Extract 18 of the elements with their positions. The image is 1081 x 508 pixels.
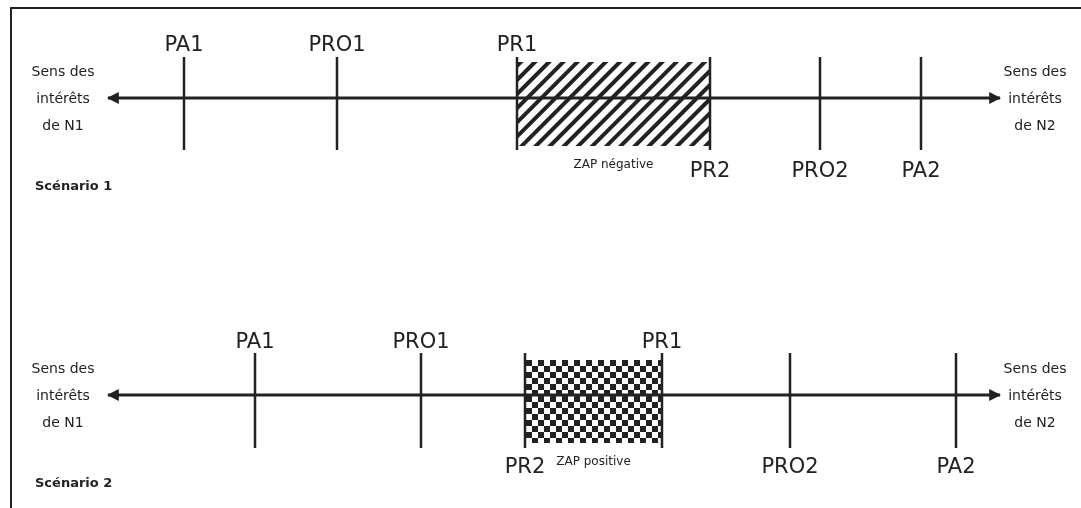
point-label: PR2 (504, 455, 546, 477)
point-label: PRO2 (761, 455, 819, 477)
point-label: PR1 (641, 330, 683, 352)
axis-end-label: Sens des intérêts de N2 (1002, 61, 1068, 135)
point-label: PA2 (901, 159, 941, 181)
point-label: PRO2 (791, 159, 849, 181)
scenario-label: Scénario 1 (35, 178, 113, 192)
axis-end-label: Sens des intérêts de N1 (30, 61, 96, 135)
point-label: PR2 (689, 159, 731, 181)
point-label: PRO1 (308, 33, 366, 55)
point-label: PA1 (164, 33, 204, 55)
point-label: PA1 (235, 330, 275, 352)
point-label: PRO1 (392, 330, 450, 352)
point-label: PA2 (936, 455, 976, 477)
point-label: PR1 (496, 33, 538, 55)
scenario-label: Scénario 2 (35, 475, 113, 489)
axis-end-label: Sens des intérêts de N1 (30, 358, 96, 432)
axis-end-label: Sens des intérêts de N2 (1002, 358, 1068, 432)
